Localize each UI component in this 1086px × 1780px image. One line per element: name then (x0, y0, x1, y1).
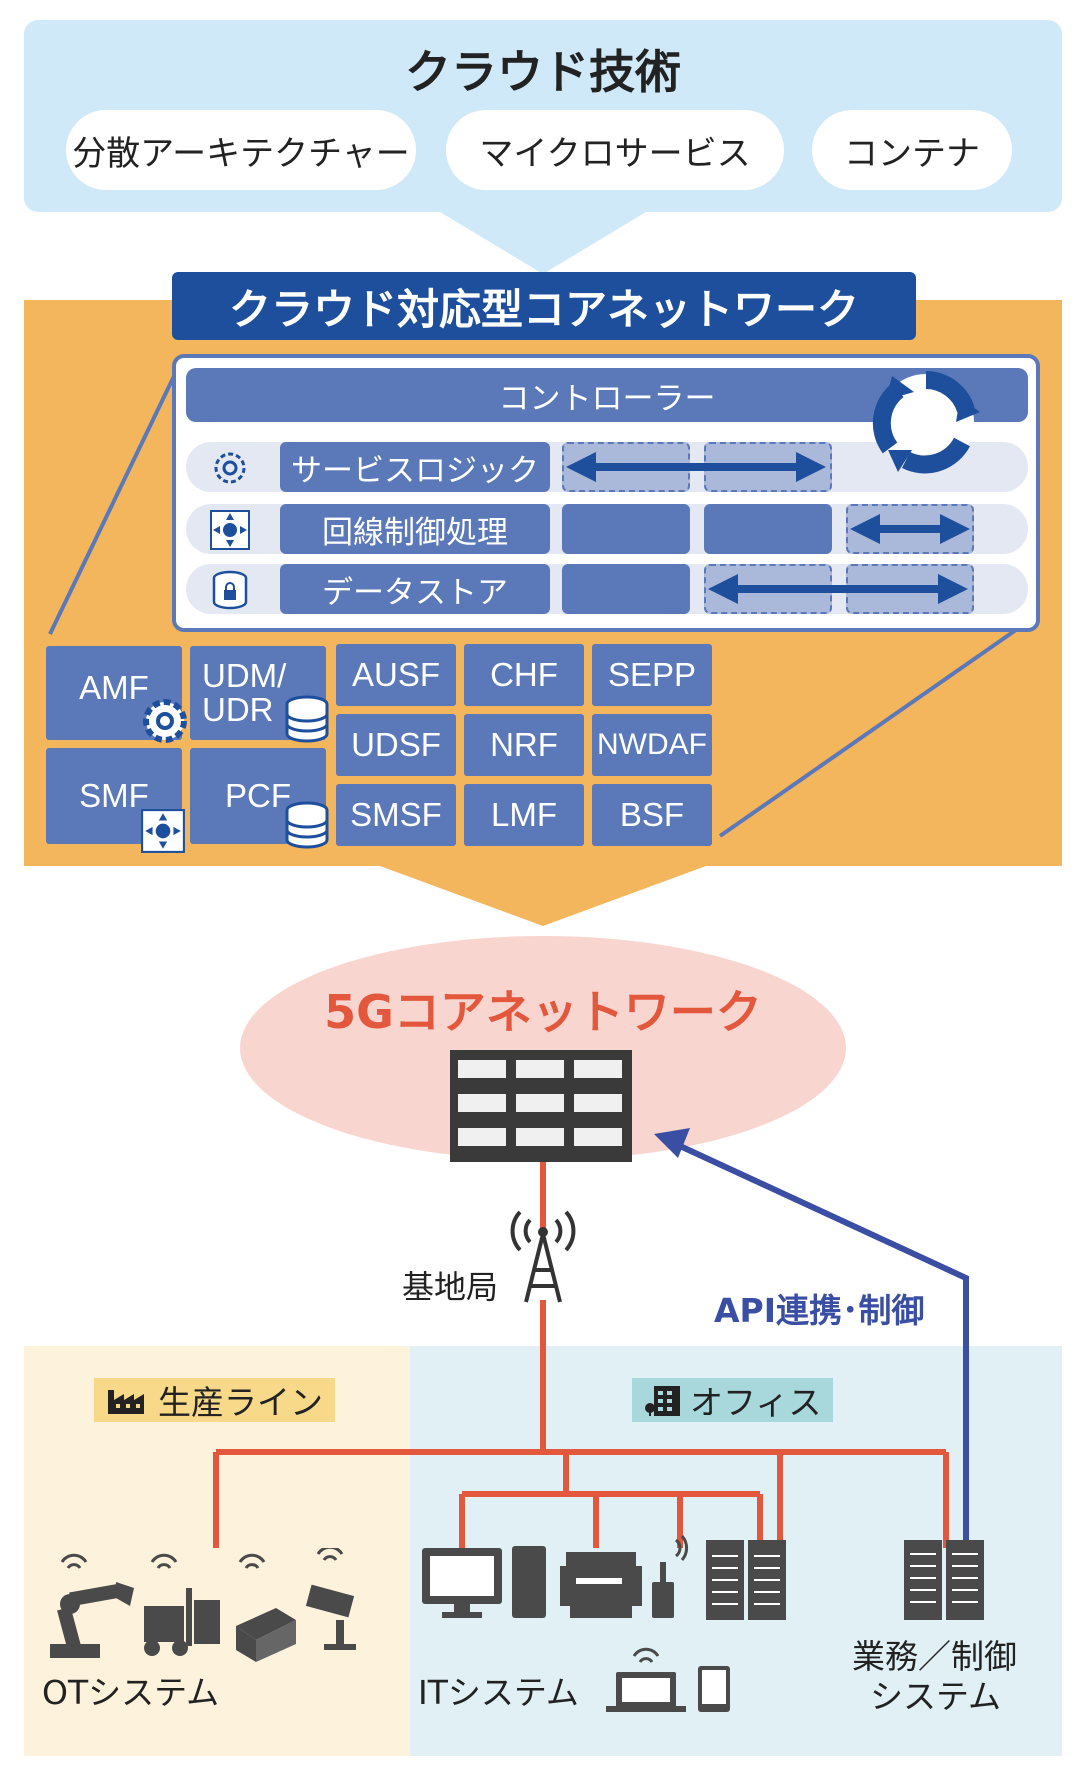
cloud-core-title: クラウド対応型コアネットワーク (172, 272, 916, 340)
layer-service-logic: サービスロジック (280, 442, 550, 492)
nf-ausf: AUSF (336, 644, 456, 706)
it-devices-icons (422, 1535, 786, 1712)
pill-microservices: マイクロサービス (446, 110, 784, 190)
pill-container: コンテナ (812, 110, 1012, 190)
cycle-icon (872, 371, 980, 474)
office-tag: オフィス (632, 1378, 834, 1422)
zoom-lines (48, 371, 1038, 838)
office-building-icon (645, 1386, 680, 1416)
business-system-label-1: 業務／制御 (852, 1637, 1017, 1676)
gear-icon (214, 452, 246, 484)
5g-core-title: 5Gコアネットワーク (324, 985, 762, 1039)
nf-amf: AMF (46, 646, 182, 740)
nf-smsf: SMSF (336, 784, 456, 846)
business-system-label-2: システム (870, 1677, 1002, 1716)
smf-routing-icon (141, 809, 185, 853)
pcf-database-icon (285, 801, 329, 849)
line-control-cell-2 (704, 504, 832, 554)
database-lock-icon (212, 570, 248, 610)
scaling-arrows (566, 452, 970, 604)
routing-icon (210, 510, 250, 550)
business-servers-icon (904, 1540, 984, 1620)
ot-devices-icons (50, 1548, 356, 1662)
nf-udm-udr: UDM/ UDR (190, 646, 326, 740)
office-label: オフィス (690, 1383, 822, 1422)
amf-gear-icon (143, 699, 187, 743)
udr-database-icon (285, 695, 329, 743)
nf-sepp: SEPP (592, 644, 712, 706)
base-station-tower-icon (510, 1210, 576, 1303)
factory-icon (108, 1390, 144, 1414)
datastore-cell-1 (562, 564, 690, 614)
nf-udm-label: UDM/ (202, 657, 287, 694)
ot-system-label: OTシステム (42, 1673, 220, 1712)
core-down-arrow (380, 866, 706, 926)
nf-bsf: BSF (592, 784, 712, 846)
production-line-label: 生産ライン (158, 1383, 323, 1422)
nf-chf: CHF (464, 644, 584, 706)
nf-nwdaf: NWDAF (592, 714, 712, 776)
core-server-icon (450, 1050, 632, 1162)
cloud-tech-title: クラウド技術 (405, 45, 681, 99)
pill-distributed-architecture: 分散アーキテクチャー (66, 110, 416, 190)
nf-udsf: UDSF (336, 714, 456, 776)
line-control-cell-1 (562, 504, 690, 554)
api-label: API連携･制御 (714, 1291, 925, 1330)
nf-nrf: NRF (464, 714, 584, 776)
layer-line-control: 回線制御処理 (280, 504, 550, 554)
layer-datastore: データストア (280, 564, 550, 614)
production-line-tag: 生産ライン (94, 1378, 335, 1422)
cloud-down-arrow (440, 212, 646, 274)
base-station-label: 基地局 (402, 1268, 499, 1306)
nf-udr-label: UDR (202, 691, 274, 728)
nf-lmf: LMF (464, 784, 584, 846)
it-system-label: ITシステム (418, 1673, 579, 1712)
